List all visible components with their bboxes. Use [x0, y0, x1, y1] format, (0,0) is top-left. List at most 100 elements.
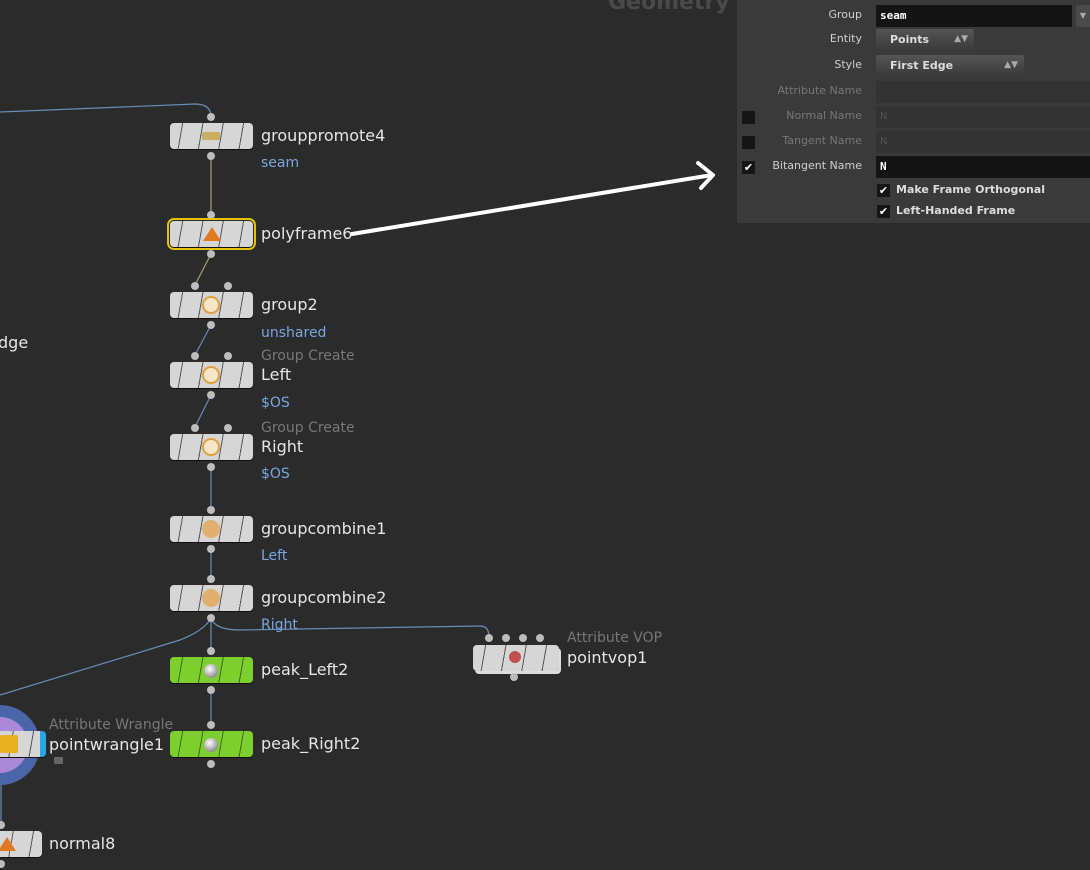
node-peak-left2[interactable] [170, 657, 253, 683]
node-right[interactable] [170, 434, 253, 460]
node-pointwrangle1[interactable] [0, 731, 46, 757]
node-name: grouppromote4 [261, 126, 386, 145]
style-value: First Edge [890, 59, 954, 72]
input-connector[interactable] [207, 211, 215, 219]
output-connector[interactable] [0, 860, 5, 868]
bitangent-name-input[interactable]: N [876, 156, 1090, 178]
node-comment: Left [261, 548, 288, 564]
input-connector[interactable] [207, 575, 215, 583]
input-connector[interactable] [207, 647, 215, 655]
grouppromote-icon [202, 132, 220, 140]
normal-name-checkbox[interactable] [742, 111, 755, 124]
left-handed-frame-label: Left-Handed Frame [896, 204, 1016, 217]
group-icon [202, 438, 220, 456]
input-connector[interactable] [207, 721, 215, 729]
input-connector[interactable] [0, 821, 5, 829]
input-connector[interactable] [207, 506, 215, 514]
node-type: Group Create [261, 420, 355, 436]
input-connector[interactable] [191, 282, 199, 290]
entity-label: Entity [829, 32, 862, 45]
output-connector[interactable] [207, 545, 215, 553]
output-connector[interactable] [207, 391, 215, 399]
parameter-panel: Group seam ▼ Entity Points ▲▼ Style First… [737, 0, 1090, 223]
updown-icon: ▲▼ [954, 34, 968, 44]
node-left[interactable] [170, 362, 253, 388]
bitangent-name-checkbox[interactable]: ✔ [742, 161, 755, 174]
node-name: pointwrangle1 [49, 735, 165, 754]
node-pointvop1[interactable] [473, 645, 559, 671]
output-connector[interactable] [207, 463, 215, 471]
attribute-name-label: Attribute Name [777, 84, 862, 97]
param-entity: Entity Points ▲▼ [737, 29, 1090, 51]
param-style: Style First Edge ▲▼ [737, 55, 1090, 77]
output-connector[interactable] [207, 614, 215, 622]
output-connector[interactable] [207, 250, 215, 258]
tangent-name-input[interactable]: N [876, 131, 1090, 153]
output-connector[interactable] [207, 152, 215, 160]
style-menu[interactable]: First Edge ▲▼ [876, 55, 1024, 76]
input-connector[interactable] [536, 634, 544, 642]
group-label: Group [828, 8, 863, 21]
group-icon [202, 296, 220, 314]
peak-icon [204, 738, 218, 752]
param-bitangent-name: ✔ Bitangent Name N [737, 156, 1090, 178]
input-connector[interactable] [224, 352, 232, 360]
param-group: Group seam ▼ [737, 5, 1090, 27]
lock-icon[interactable] [54, 757, 63, 764]
param-tangent-name: Tangent Name N [737, 131, 1090, 153]
node-groupcombine1[interactable] [170, 516, 253, 542]
node-comment: $OS [261, 466, 290, 482]
output-connector[interactable] [207, 686, 215, 694]
polyframe-icon [203, 227, 221, 241]
output-connector[interactable] [207, 760, 215, 768]
node-comment: Right [261, 617, 298, 633]
wrangle-icon [0, 735, 18, 753]
input-connector[interactable] [485, 634, 493, 642]
tangent-name-label: Tangent Name [782, 134, 862, 147]
node-name: pointvop1 [567, 648, 648, 667]
input-connector[interactable] [224, 282, 232, 290]
node-comment: $OS [261, 395, 290, 411]
node-peak-right2[interactable] [170, 731, 253, 757]
updown-icon: ▲▼ [1004, 60, 1018, 70]
tangent-name-checkbox[interactable] [742, 136, 755, 149]
group-icon [202, 366, 220, 384]
make-frame-orthogonal-label: Make Frame Orthogonal [896, 183, 1045, 196]
node-comment: seam [261, 155, 300, 171]
input-connector[interactable] [519, 634, 527, 642]
node-type: Attribute VOP [567, 630, 663, 646]
group-dropdown-icon[interactable]: ▼ [1076, 5, 1090, 27]
input-connector[interactable] [502, 634, 510, 642]
node-name: groupcombine2 [261, 588, 387, 607]
vop-icon [509, 651, 521, 663]
entity-menu[interactable]: Points ▲▼ [876, 29, 974, 50]
input-connector[interactable] [191, 352, 199, 360]
node-groupcombine2[interactable] [170, 585, 253, 611]
entity-value: Points [890, 33, 930, 46]
node-type: Attribute Wrangle [49, 717, 174, 733]
input-connector[interactable] [191, 424, 199, 432]
node-polyframe6[interactable] [167, 218, 256, 250]
node-name: Left [261, 365, 292, 384]
group-input[interactable]: seam [876, 5, 1072, 27]
node-name: Right [261, 437, 304, 456]
groupcombine-icon [202, 520, 220, 538]
input-connector[interactable] [207, 113, 215, 121]
attribute-name-input[interactable] [876, 81, 1090, 103]
groupcombine-icon [202, 589, 220, 607]
output-connector[interactable] [510, 673, 518, 681]
node-group2[interactable] [170, 292, 253, 318]
node-grouppromote4[interactable] [170, 123, 253, 149]
input-connector[interactable] [224, 424, 232, 432]
make-frame-orthogonal-checkbox[interactable]: ✔ [877, 184, 890, 197]
node-name: polyframe6 [261, 224, 353, 243]
output-connector[interactable] [207, 321, 215, 329]
bitangent-name-label: Bitangent Name [772, 159, 862, 172]
style-label: Style [834, 58, 862, 71]
normal-name-input[interactable]: N [876, 106, 1090, 128]
normal-name-label: Normal Name [786, 109, 862, 122]
node-normal8[interactable] [0, 831, 42, 857]
left-handed-frame-checkbox[interactable]: ✔ [877, 205, 890, 218]
node-type: Group Create [261, 348, 355, 364]
offscreen-node-label: dge [0, 333, 29, 352]
